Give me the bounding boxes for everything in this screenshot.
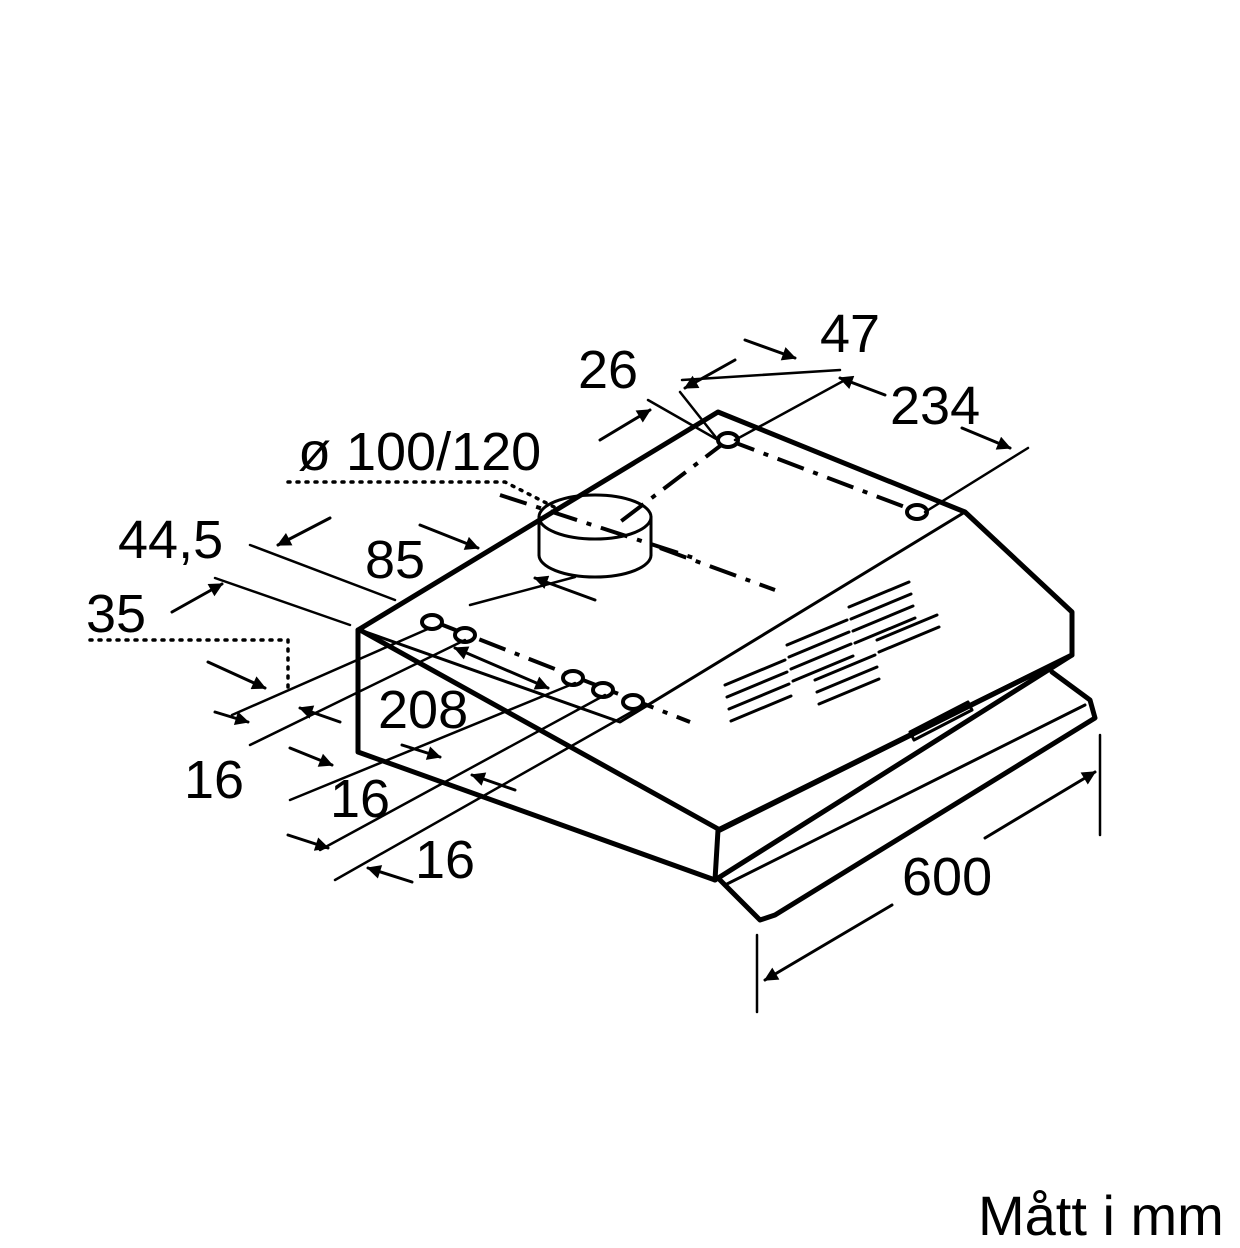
hood-front-slope — [712, 652, 1075, 883]
hood-ridge — [358, 510, 967, 724]
hood-left-face — [355, 627, 721, 883]
dim-16-a: 16 — [184, 750, 244, 810]
centre-lines — [429, 438, 919, 724]
dim-85: 85 — [365, 530, 425, 590]
dim-234: 234 — [890, 376, 980, 436]
dim-diameter: ø 100/120 — [298, 422, 541, 482]
dotted-references — [88, 480, 562, 692]
mounting-holes — [420, 431, 929, 711]
hood-front-plate — [717, 669, 1098, 923]
dim-16-b: 16 — [330, 769, 390, 829]
dim-35: 35 — [86, 584, 146, 644]
dim-44-5: 44,5 — [118, 510, 223, 570]
dimension-labels: 47 26 234 ø 100/120 44,5 85 35 208 16 16… — [86, 304, 992, 907]
dim-16-c: 16 — [415, 830, 475, 890]
dimension-arrows — [170, 338, 1097, 982]
hood-front-plate-edge — [723, 703, 1087, 887]
dim-208: 208 — [378, 680, 468, 740]
dim-26: 26 — [578, 340, 638, 400]
vent-grille — [723, 580, 941, 723]
light-window — [908, 700, 974, 742]
dim-47: 47 — [820, 304, 880, 364]
dim-600: 600 — [902, 847, 992, 907]
duct-collar — [537, 493, 653, 579]
units-note: Mått i mm — [978, 1184, 1224, 1247]
extension-lines — [213, 368, 1102, 1014]
